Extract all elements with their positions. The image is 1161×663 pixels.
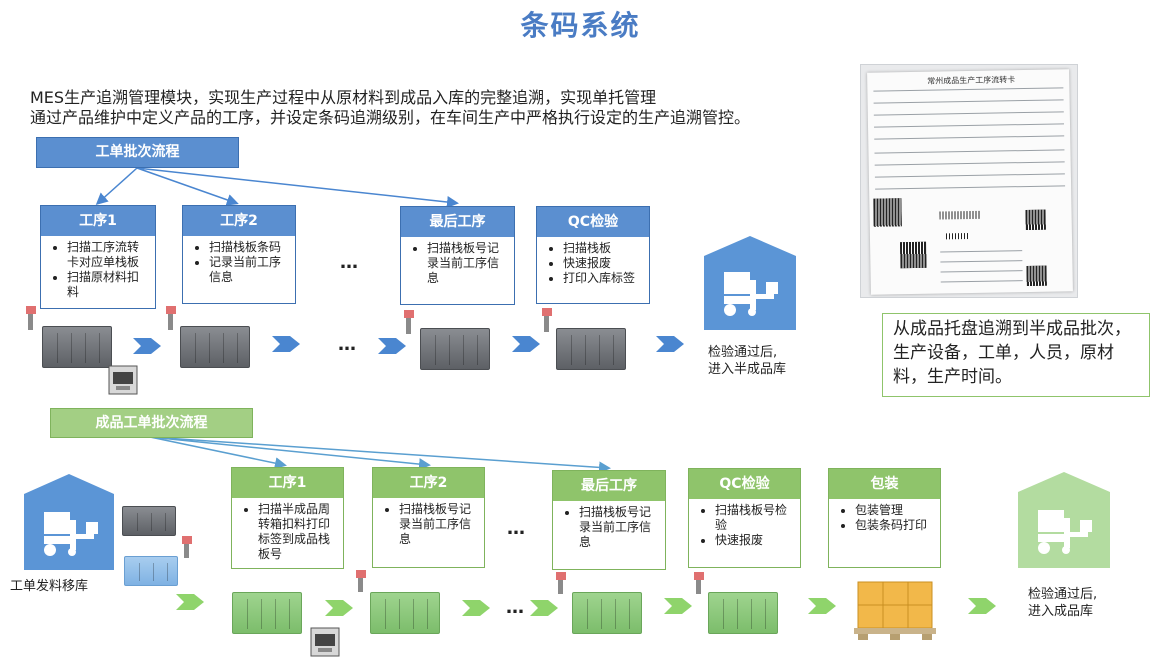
printer-icon xyxy=(108,365,138,395)
flow2-banner: 成品工单批次流程 xyxy=(50,408,253,438)
intro-line-2: 通过产品维护中定义产品的工序，并设定条码追溯级别，在车间生产中严格执行设定的生产… xyxy=(30,108,751,127)
flow1-step-4-title: QC检验 xyxy=(537,207,649,237)
flow2-bin-2 xyxy=(370,592,440,634)
scanner-icon xyxy=(404,310,414,334)
flow1-step-1-title: 工序1 xyxy=(41,206,155,236)
flow2-step-1-card: 工序1 扫描半成品周转箱扣料打印标签到成品栈板号 xyxy=(231,467,344,569)
flow2-bin-3 xyxy=(572,592,642,634)
warehouse-forklift-icon xyxy=(704,236,796,330)
flow2-step-3-card: 最后工序 扫描栈板号记录当前工序信息 xyxy=(552,470,666,570)
flow1-arrow-4 xyxy=(512,336,540,352)
flow1-arrow-2 xyxy=(272,336,300,352)
flow2-step-4-item-2: 快速报废 xyxy=(715,533,794,548)
flow2-link-1 xyxy=(149,436,287,470)
scanner-icon xyxy=(694,572,704,594)
flow2-arrow-2 xyxy=(325,600,353,616)
flow1-step-2-item-1: 扫描栈板条码 xyxy=(209,240,289,255)
scanner-icon xyxy=(26,306,36,330)
page-title: 条码系统 xyxy=(520,9,641,42)
flow2-step-5-item-1: 包装管理 xyxy=(855,503,934,518)
flow2-bin-4 xyxy=(708,592,778,634)
flow1-step-4-item-3: 打印入库标签 xyxy=(563,271,643,286)
raw-material-bin xyxy=(122,506,176,536)
flow1-bin-4 xyxy=(556,328,626,370)
flow2-arrow-6 xyxy=(808,598,836,614)
flow2-step-4-title: QC检验 xyxy=(689,469,800,499)
flow2-step-2-card: 工序2 扫描栈板号记录当前工序信息 xyxy=(372,467,485,568)
flow1-step-3-card: 最后工序 扫描栈板号记录当前工序信息 xyxy=(400,206,515,305)
scanner-icon xyxy=(542,308,552,332)
flow2-step-5-title: 包装 xyxy=(829,469,940,499)
tracking-card-sheet: 常州成品生产工序流转卡 xyxy=(867,69,1073,295)
pallet-boxes-icon xyxy=(854,581,936,640)
photo-heading: 常州成品生产工序流转卡 xyxy=(927,75,1016,86)
flow2-ellipsis-top: … xyxy=(507,518,525,539)
flow1-step-2-card: 工序2 扫描栈板条码 记录当前工序信息 xyxy=(182,205,296,304)
flow1-bin-1 xyxy=(42,326,112,368)
flow1-step-2-item-2: 记录当前工序信息 xyxy=(209,255,289,285)
flow2-step-3-item-1: 扫描栈板号记录当前工序信息 xyxy=(579,505,659,550)
flow1-bin-2 xyxy=(180,326,250,368)
flow1-step-1-card: 工序1 扫描工序流转卡对应单栈板 扫描原材料扣料 xyxy=(40,205,156,309)
flow2-step-4-item-1: 扫描栈板号检验 xyxy=(715,503,794,533)
flow2-arrow-3 xyxy=(462,600,490,616)
flow2-end-label: 检验通过后, 进入成品库 xyxy=(1028,587,1098,619)
flow2-ellipsis-bottom: … xyxy=(506,597,524,618)
flow1-link-2 xyxy=(136,167,239,206)
warehouse-forklift-icon xyxy=(1018,472,1110,568)
flow1-step-1-item-1: 扫描工序流转卡对应单栈板 xyxy=(67,240,149,270)
flow2-step-2-title: 工序2 xyxy=(373,468,484,498)
flow2-arrow-5 xyxy=(664,598,692,614)
qr-code-icon xyxy=(873,198,902,227)
flow2-arrow-4 xyxy=(530,600,558,616)
flow1-step-4-item-2: 快速报废 xyxy=(563,256,643,271)
qr-code-icon xyxy=(900,241,927,269)
barcode-icon xyxy=(945,233,970,240)
trace-note: 从成品托盘追溯到半成品批次，生产设备，工单，人员，原材料，生产时间。 xyxy=(882,313,1150,397)
flow2-arrow-7 xyxy=(968,598,996,614)
qr-code-icon xyxy=(1025,209,1046,231)
semi-product-bin xyxy=(124,556,178,586)
flow1-step-3-title: 最后工序 xyxy=(401,207,514,237)
flow2-step-5-card: 包装 包装管理 包装条码打印 xyxy=(828,468,941,568)
flow1-ellipsis-bottom: … xyxy=(338,334,356,355)
intro-text: MES生产追溯管理模块，实现生产过程中从原材料到成品入库的完整追溯，实现单托管理… xyxy=(30,88,750,128)
flow1-arrow-3 xyxy=(378,338,406,354)
scanner-icon xyxy=(556,572,566,594)
flow2-step-4-card: QC检验 扫描栈板号检验 快速报废 xyxy=(688,468,801,568)
printer-icon xyxy=(310,627,340,657)
flow2-step-3-title: 最后工序 xyxy=(553,471,665,501)
flow1-arrow-5 xyxy=(656,336,684,352)
intro-line-1: MES生产追溯管理模块，实现生产过程中从原材料到成品入库的完整追溯，实现单托管理 xyxy=(30,88,657,107)
flow2-start-label: 工单发料移库 xyxy=(10,579,89,594)
flow1-step-4-card: QC检验 扫描栈板 快速报废 打印入库标签 xyxy=(536,206,650,304)
flow1-step-1-item-2: 扫描原材料扣料 xyxy=(67,270,149,300)
scanner-icon xyxy=(356,570,366,592)
flow1-link-3 xyxy=(136,167,459,208)
flow2-step-1-item-1: 扫描半成品周转箱扣料打印标签到成品栈板号 xyxy=(258,502,337,562)
flow2-step-5-item-2: 包装条码打印 xyxy=(855,518,934,533)
flow1-step-3-item-1: 扫描栈板号记录当前工序信息 xyxy=(427,241,508,286)
flow1-bin-3 xyxy=(420,328,490,370)
scanner-icon xyxy=(182,536,192,558)
warehouse-forklift-icon xyxy=(24,474,114,570)
flow1-step-2-title: 工序2 xyxy=(183,206,295,236)
flow2-arrow-1 xyxy=(176,594,204,610)
flow1-end-label: 检验通过后, 进入半成品库 xyxy=(708,345,787,377)
tracking-card-photo: 常州成品生产工序流转卡 xyxy=(860,64,1078,298)
flow2-link-3 xyxy=(149,436,611,474)
flow1-ellipsis-top: … xyxy=(340,252,358,273)
barcode-icon xyxy=(939,210,980,220)
qr-code-icon xyxy=(1026,265,1047,287)
flow1-banner: 工单批次流程 xyxy=(36,137,239,168)
scanner-icon xyxy=(166,306,176,330)
flow1-arrow-1 xyxy=(133,338,161,354)
flow1-link-1 xyxy=(95,167,138,206)
flow2-step-2-item-1: 扫描栈板号记录当前工序信息 xyxy=(399,502,478,547)
flow1-step-4-item-1: 扫描栈板 xyxy=(563,241,643,256)
flow2-bin-1 xyxy=(232,592,302,634)
flow2-step-1-title: 工序1 xyxy=(232,468,343,498)
flow2-link-2 xyxy=(149,436,431,471)
